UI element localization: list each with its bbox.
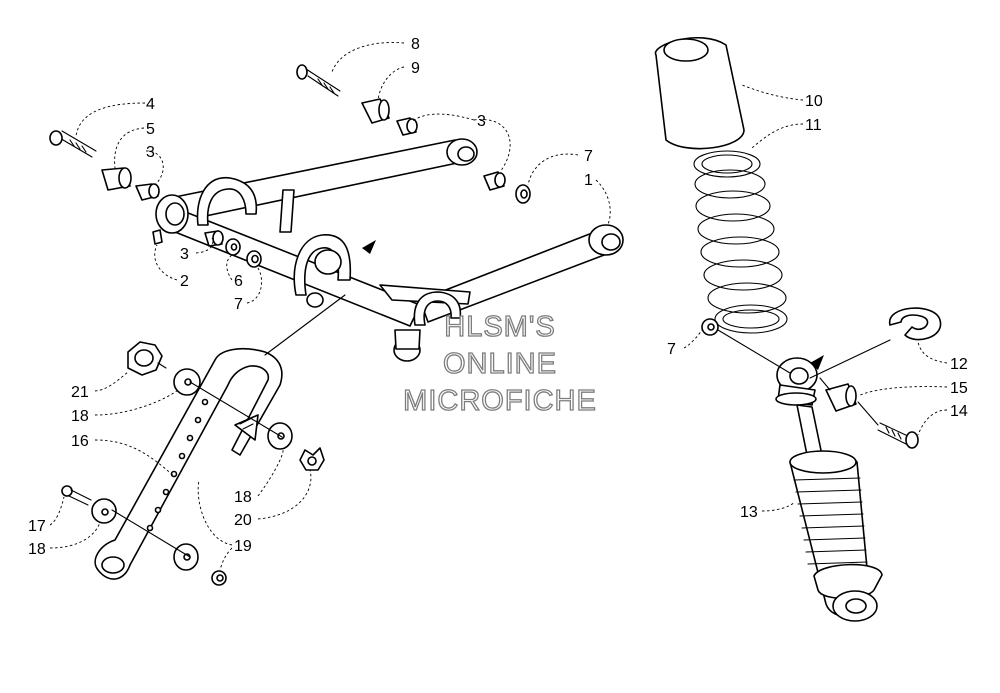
- callout-7: 7: [667, 341, 676, 358]
- bushing-3-upper: [396, 117, 418, 136]
- callout-20: 20: [234, 512, 252, 529]
- callouts: 8 9 4 5 3 3 7 1 3 2 6 7 10 11 7 12 15 14…: [28, 36, 968, 558]
- bolt-14: [877, 422, 919, 449]
- spring-11: [693, 150, 788, 334]
- leader-lines: [49, 42, 948, 571]
- bolt-4: [49, 130, 97, 158]
- sleeve-5: [101, 167, 132, 191]
- callout-13: 13: [740, 504, 758, 521]
- callout-5: 5: [146, 121, 155, 138]
- bushing-3-right: [483, 171, 506, 191]
- sleeve-15: [825, 383, 857, 412]
- a-arm-assembly: [155, 138, 624, 362]
- callout-17: 17: [28, 518, 46, 535]
- pin-2: [152, 229, 163, 245]
- callout-18: 18: [71, 408, 89, 425]
- callout-3: 3: [146, 144, 155, 161]
- callout-19: 19: [234, 538, 252, 555]
- washer-18-top: [173, 368, 201, 396]
- watermark-line-3: MICROFICHE: [403, 385, 597, 417]
- nut-7-lower: [246, 250, 262, 268]
- spring-clip-12: [889, 307, 942, 341]
- callout-11: 11: [805, 117, 822, 134]
- callout-6: 6: [234, 273, 243, 290]
- callout-18: 18: [28, 541, 46, 558]
- nut-7-upper: [515, 184, 531, 204]
- bolt-8: [296, 64, 341, 97]
- callout-21: 21: [71, 384, 89, 401]
- callout-18: 18: [234, 489, 252, 506]
- nut-19: [211, 570, 227, 586]
- callout-1: 1: [584, 172, 593, 189]
- callout-3: 3: [477, 113, 486, 130]
- watermark: HLSM'S ONLINE MICROFICHE: [403, 310, 597, 417]
- washer-18-left: [91, 498, 117, 524]
- bushing-3-left: [135, 183, 160, 201]
- callout-16: 16: [71, 433, 89, 450]
- assembly-lines: [111, 294, 891, 558]
- callout-10: 10: [805, 93, 823, 110]
- callout-8: 8: [411, 36, 420, 53]
- washer-18-bottom: [173, 543, 199, 571]
- bolt-17: [61, 485, 92, 506]
- callout-12: 12: [950, 356, 968, 373]
- washer-6: [225, 238, 241, 256]
- callout-15: 15: [950, 380, 968, 397]
- limiter-strap-16: [94, 348, 283, 580]
- nut-7-shock: [701, 318, 719, 336]
- wing-nut-20: [299, 447, 325, 471]
- callout-14: 14: [950, 403, 968, 420]
- callout-3: 3: [180, 246, 189, 263]
- watermark-line-1: HLSM'S: [444, 311, 555, 343]
- callout-7: 7: [584, 148, 593, 165]
- knob-21: [127, 341, 167, 376]
- callout-4: 4: [146, 96, 155, 113]
- callout-7: 7: [234, 296, 243, 313]
- callout-9: 9: [411, 60, 420, 77]
- bumper-boot-10: [655, 36, 745, 150]
- shock-absorber-13: [775, 355, 883, 622]
- callout-2: 2: [180, 273, 189, 290]
- sleeve-9: [361, 98, 390, 124]
- watermark-line-2: ONLINE: [443, 348, 557, 380]
- bushing-3-lower: [204, 230, 224, 247]
